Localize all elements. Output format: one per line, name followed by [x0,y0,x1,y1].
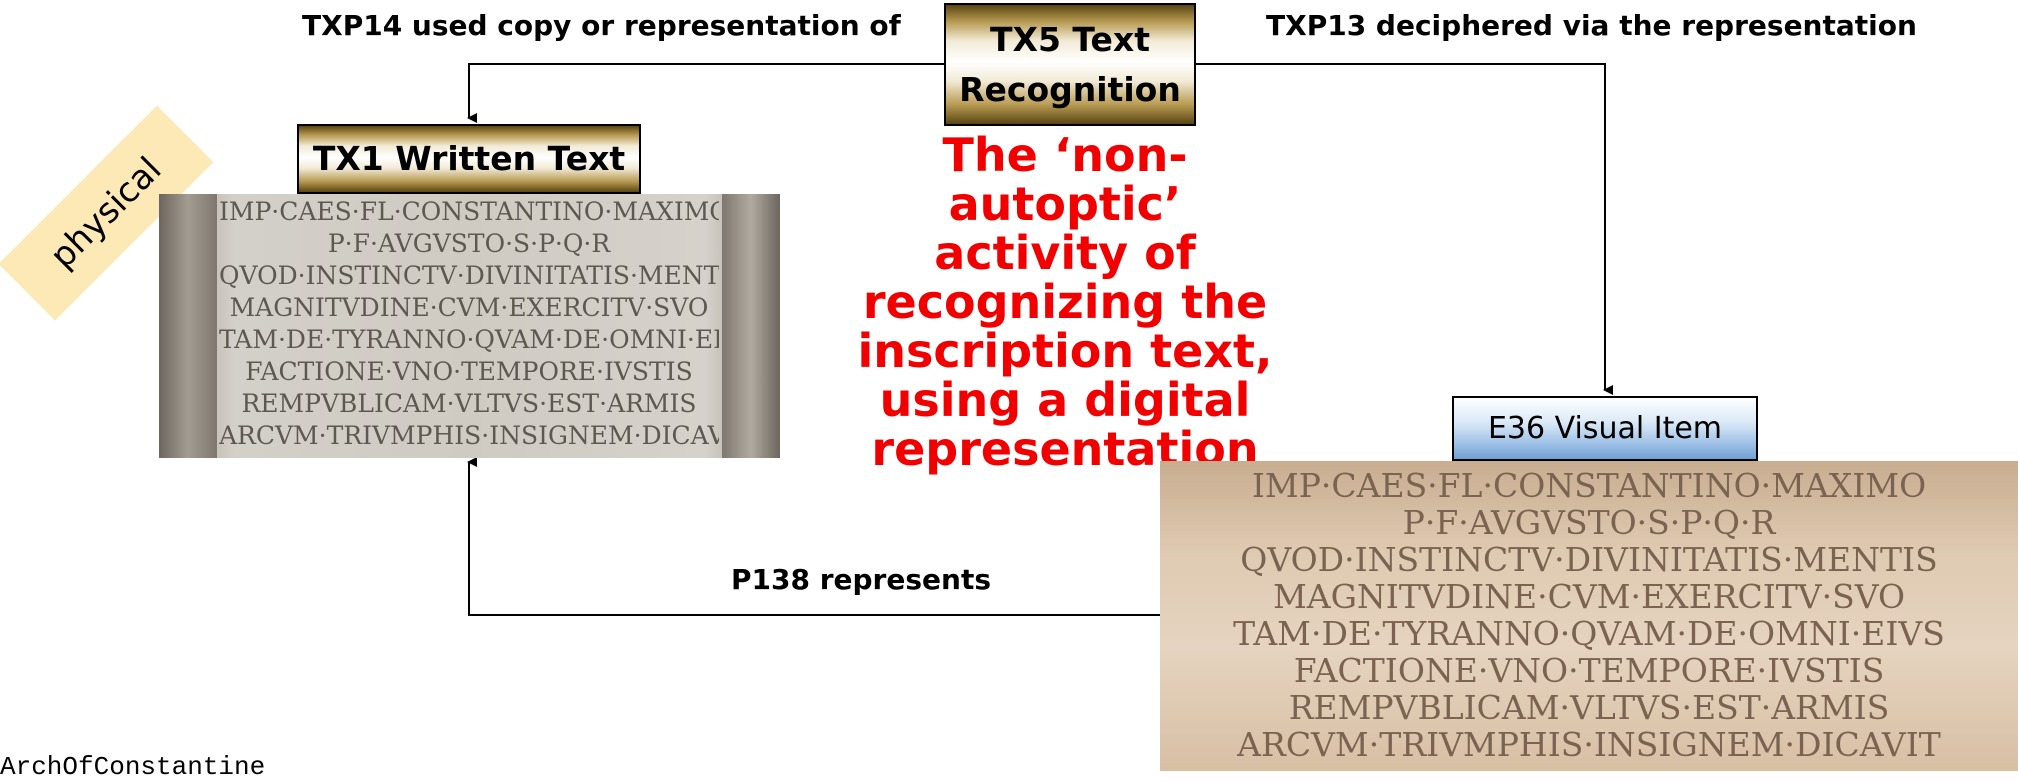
inscription-line: REMPVBLICAM·VLTVS·EST·ARMIS [1288,688,1890,727]
statue-right [722,194,780,458]
headline-line: inscription text, [857,324,1273,378]
edge-label-p138: P138 represents [731,563,991,596]
node-tx5-text-recognition: TX5 Text Recognition [944,3,1196,126]
inscription-line: REMPVBLICAM·VLTVS·EST·ARMIS [241,389,697,418]
inscription-line: QVOD·INSTINCTV·DIVINITATIS·MENTIS [1240,540,1938,579]
headline-line: using a digital [879,373,1251,427]
node-tx5-line1: TX5 Text [990,20,1150,59]
inscription-photo-left: IMP·CAES·FL·CONSTANTINO·MAXIMO P·F·AVGVS… [159,194,780,458]
headline-non-autoptic: The ‘non-autoptic’ activity of recognizi… [840,131,1290,474]
headline-line: The ‘non-autoptic’ [942,128,1188,231]
inscription-line: FACTIONE·VNO·TEMPORE·IVSTIS [1293,651,1885,690]
headline-line: activity of [934,226,1196,280]
inscription-line: TAM·DE·TYRANNO·QVAM·DE·OMNI·EIVS [1233,614,1945,653]
image-caption: ArchOfConstantine [0,752,266,782]
inscription-line: ARCVM·TRIVMPHIS·INSIGNEM·DICAVIT [1237,725,1941,763]
inscription-line: P·F·AVGVSTO·S·P·Q·R [1402,503,1776,542]
headline-line: recognizing the [862,275,1268,329]
inscription-text-left: IMP·CAES·FL·CONSTANTINO·MAXIMO P·F·AVGVS… [219,196,719,452]
inscription-line: P·F·AVGVSTO·S·P·Q·R [327,229,611,258]
inscription-line: FACTIONE·VNO·TEMPORE·IVSTIS [245,357,693,386]
inscription-text-right: IMP·CAES·FL·CONSTANTINO·MAXIMO P·F·AVGVS… [1166,467,2012,763]
edge-txp13-line [1196,63,1613,395]
edge-txp14-line [467,63,944,123]
inscription-line: IMP·CAES·FL·CONSTANTINO·MAXIMO [219,197,719,226]
inscription-line: ARCVM·TRIVMPHIS·INSIGNEM·DICAVIT [219,421,719,450]
inscription-line: TAM·DE·TYRANNO·QVAM·DE·OMNI·EIVS [219,325,719,354]
inscription-line: MAGNITVDINE·CVM·EXERCITV·SVO [1272,577,1906,616]
node-e36-visual-item: E36 Visual Item [1452,396,1758,461]
node-tx1-written-text: TX1 Written Text [297,124,641,194]
inscription-line: MAGNITVDINE·CVM·EXERCITV·SVO [229,293,709,322]
edge-label-txp13: TXP13 deciphered via the representation [1266,9,1917,42]
edge-p138-line [467,457,1160,616]
statue-left [159,194,217,458]
inscription-line: IMP·CAES·FL·CONSTANTINO·MAXIMO [1251,467,1927,505]
node-tx5-line2: Recognition [959,70,1181,109]
edge-label-txp14: TXP14 used copy or representation of [302,9,901,42]
inscription-line: QVOD·INSTINCTV·DIVINITATIS·MENTIS [219,261,719,290]
inscription-photo-right: IMP·CAES·FL·CONSTANTINO·MAXIMO P·F·AVGVS… [1160,461,2018,771]
